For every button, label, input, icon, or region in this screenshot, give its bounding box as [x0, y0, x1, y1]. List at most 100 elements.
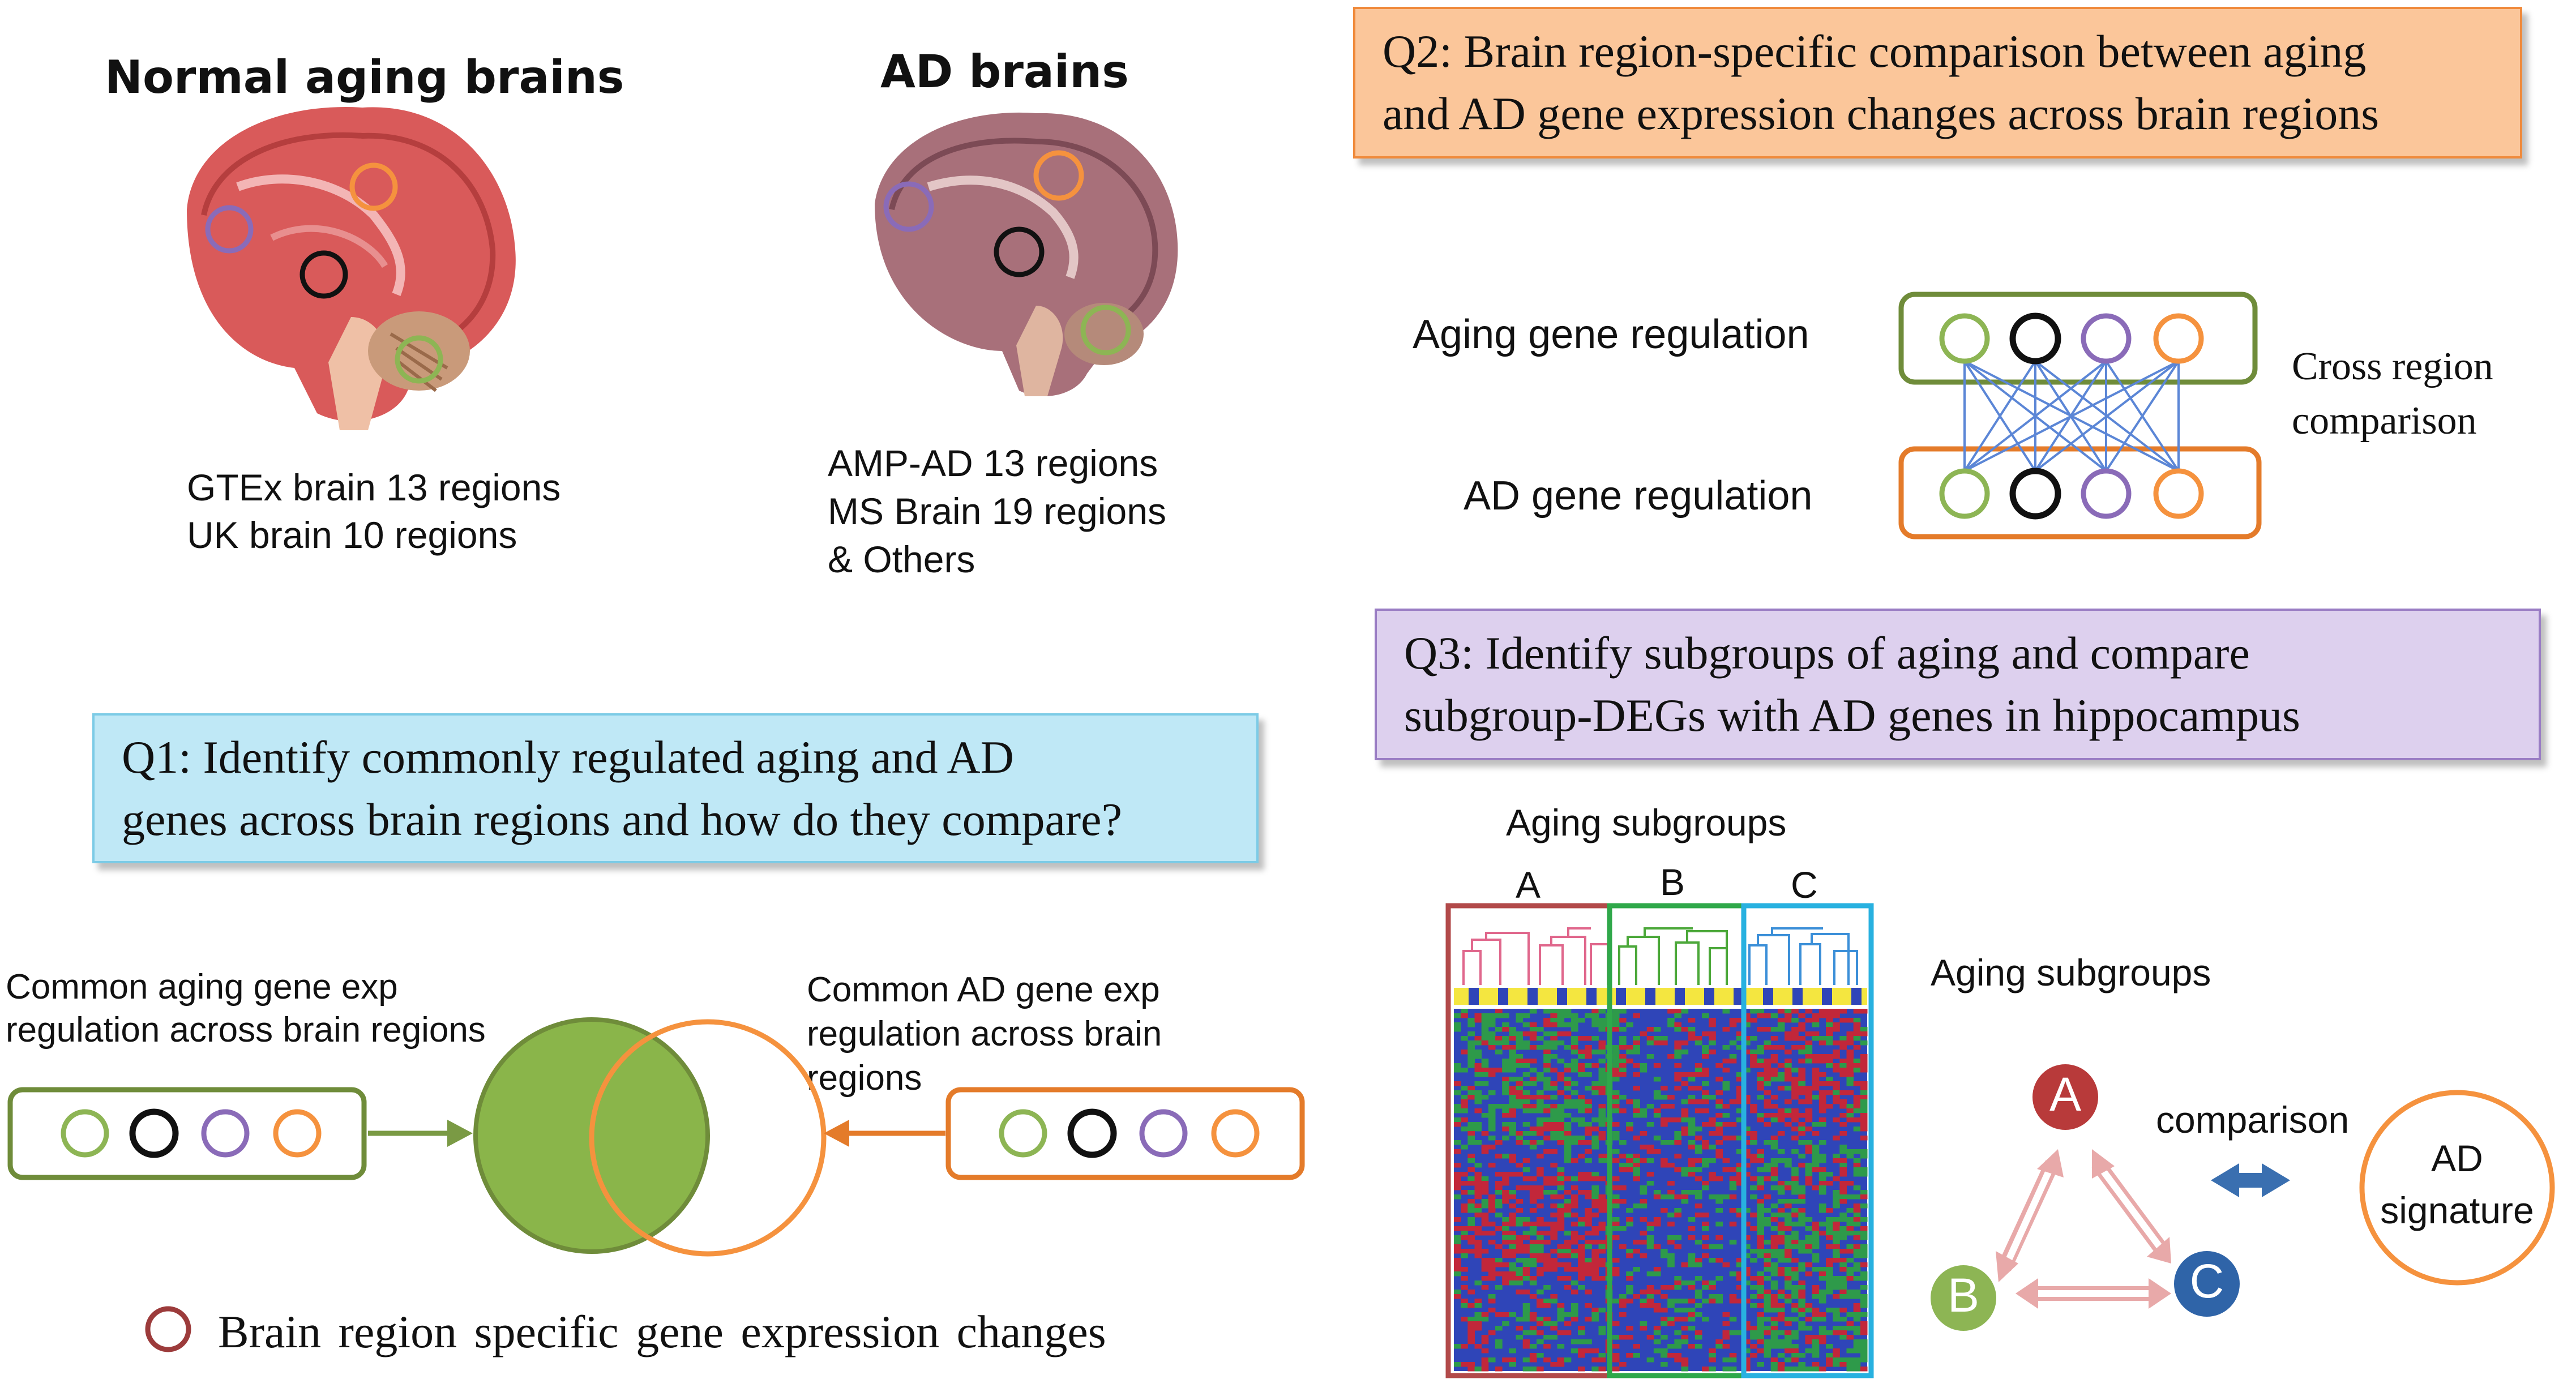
- heatmap-cell: [1750, 1194, 1757, 1200]
- heatmap-cell: [1516, 1045, 1524, 1050]
- heatmap-cell: [1770, 1172, 1778, 1177]
- heatmap-cell: [1550, 1117, 1557, 1123]
- heatmap-cell: [1770, 1185, 1778, 1190]
- heatmap-cell: [1529, 1036, 1537, 1041]
- heatmap-cell: [1550, 1231, 1557, 1236]
- heatmap-cell: [1529, 1095, 1537, 1100]
- heatmap-cell: [1619, 1199, 1627, 1204]
- heatmap-cell: [1653, 1077, 1661, 1082]
- heatmap-cell: [1495, 1068, 1503, 1073]
- heatmap-cell: [1818, 1339, 1826, 1344]
- heatmap-cell: [1709, 1367, 1716, 1372]
- heatmap-cell: [1571, 1140, 1578, 1145]
- heatmap-cell: [1537, 1258, 1544, 1263]
- heatmap-cell: [1522, 1258, 1530, 1263]
- heatmap-cell: [1550, 1190, 1557, 1195]
- heatmap-cell: [1805, 1303, 1813, 1308]
- heatmap-cell: [1557, 1127, 1565, 1132]
- heatmap-cell: [1846, 1348, 1854, 1354]
- heatmap-cell: [1585, 1231, 1592, 1236]
- heatmap-cell: [1454, 1271, 1461, 1277]
- heatmap-cell: [1516, 1013, 1524, 1018]
- heatmap-cell: [1454, 1262, 1461, 1267]
- heatmap-cell: [1537, 1108, 1544, 1113]
- heatmap-cell: [1488, 1262, 1496, 1267]
- heatmap-cell: [1612, 1299, 1620, 1304]
- heatmap-cell: [1709, 1294, 1716, 1299]
- heatmap-cell: [1578, 1036, 1585, 1041]
- heatmap-cell: [1481, 1018, 1489, 1023]
- heatmap-cell: [1750, 1330, 1757, 1335]
- heatmap-cell: [1791, 1367, 1799, 1372]
- heatmap-cell: [1502, 1271, 1509, 1277]
- heatmap-cell: [1674, 1072, 1681, 1077]
- heatmap-cell: [1591, 1240, 1599, 1245]
- heatmap-cell: [1502, 1262, 1509, 1267]
- heatmap-cell: [1709, 1258, 1716, 1263]
- heatmap-cell: [1495, 1190, 1503, 1195]
- heatmap-cell: [1461, 1095, 1468, 1100]
- heatmap-cell: [1454, 1172, 1461, 1177]
- heatmap-cell: [1805, 1167, 1813, 1172]
- heatmap-cell: [1591, 1312, 1599, 1317]
- heatmap-cell: [1846, 1217, 1854, 1222]
- heatmap-cell: [1598, 1203, 1606, 1209]
- q2-line-1: Q2: Brain region-specific comparison bet…: [1383, 25, 2367, 77]
- heatmap-cell: [1860, 1095, 1868, 1100]
- heatmap-cell: [1694, 1072, 1702, 1077]
- ad-source-1: AMP-AD 13 regions: [828, 442, 1158, 484]
- heatmap-cell: [1846, 1321, 1854, 1326]
- heatmap-cell: [1839, 1167, 1847, 1172]
- heatmap-cell: [1818, 1267, 1826, 1272]
- heatmap-cell: [1591, 1317, 1599, 1322]
- heatmap-cell: [1839, 1326, 1847, 1331]
- heatmap-cell: [1805, 1140, 1813, 1145]
- heatmap-cell: [1619, 1312, 1627, 1317]
- heatmap-cell: [1495, 1285, 1503, 1290]
- heatmap-cell: [1785, 1321, 1792, 1326]
- heatmap-cell: [1694, 1276, 1702, 1281]
- heatmap-cell: [1791, 1208, 1799, 1213]
- heatmap-cell: [1522, 1276, 1530, 1281]
- heatmap-cell: [1757, 1280, 1764, 1286]
- heatmap-cell: [1502, 1127, 1509, 1132]
- heatmap-cell: [1833, 1280, 1840, 1286]
- heatmap-cell: [1798, 1099, 1805, 1104]
- heatmap-cell: [1467, 1136, 1475, 1141]
- heatmap-cell: [1667, 1353, 1675, 1358]
- heatmap-cell: [1619, 1040, 1627, 1046]
- heatmap-cell: [1839, 1199, 1847, 1204]
- heatmap-cell: [1537, 1317, 1544, 1322]
- heatmap-cell: [1853, 1303, 1861, 1308]
- heatmap-cell: [1661, 1308, 1668, 1313]
- heatmap-cell: [1743, 1022, 1751, 1027]
- heatmap-cell: [1777, 1339, 1785, 1344]
- heatmap-cell: [1474, 1194, 1482, 1200]
- heatmap-cell: [1770, 1357, 1778, 1363]
- heatmap-cell: [1626, 1285, 1633, 1290]
- heatmap-cell: [1805, 1050, 1813, 1055]
- heatmap-cell: [1764, 1077, 1771, 1082]
- heatmap-cell: [1502, 1199, 1509, 1204]
- heatmap-cell: [1839, 1104, 1847, 1109]
- heatmap-cell: [1467, 1122, 1475, 1127]
- heatmap-cell: [1564, 1312, 1572, 1317]
- heatmap-cell: [1488, 1222, 1496, 1227]
- heatmap-cell: [1812, 1154, 1820, 1159]
- heatmap-cell: [1702, 1090, 1709, 1095]
- heatmap-cell: [1598, 1022, 1606, 1027]
- heatmap-cell: [1729, 1122, 1737, 1127]
- heatmap-cell: [1805, 1176, 1813, 1181]
- heatmap-cell: [1585, 1054, 1592, 1059]
- heatmap-cell: [1661, 1194, 1668, 1200]
- heatmap-cell: [1826, 1280, 1833, 1286]
- heatmap-cell: [1853, 1262, 1861, 1267]
- heatmap-cell: [1681, 1072, 1689, 1077]
- heatmap-cell: [1688, 1226, 1696, 1231]
- heatmap-cell: [1688, 1099, 1696, 1104]
- heatmap-cell: [1674, 1276, 1681, 1281]
- heatmap-cell: [1846, 1294, 1854, 1299]
- heatmap-cell: [1688, 1122, 1696, 1127]
- heatmap-cell: [1488, 1299, 1496, 1304]
- heatmap-cell: [1467, 1339, 1475, 1344]
